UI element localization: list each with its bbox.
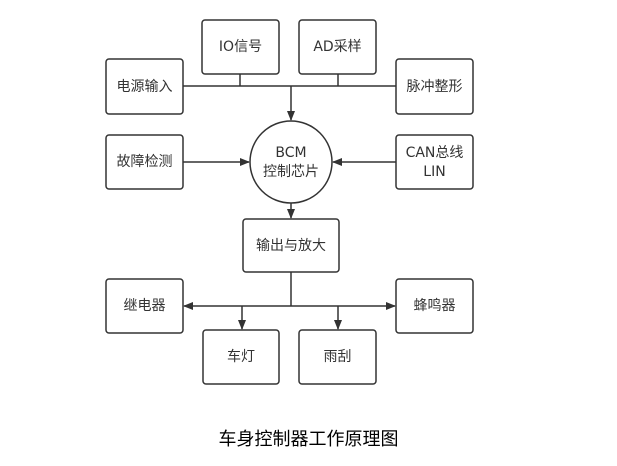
node-power-box	[105, 58, 184, 115]
node-bcm-label-line2: 控制芯片	[263, 164, 319, 180]
node-bcm-label-line1: BCM	[275, 145, 306, 161]
node-ad-box	[298, 19, 377, 75]
node-power-label: 电源输入	[117, 79, 173, 95]
node-wiper-box	[298, 329, 377, 385]
node-relay-box	[105, 278, 184, 334]
node-io-box	[201, 19, 280, 75]
node-bcm-circle	[249, 120, 333, 204]
node-lamp-label: 车灯	[227, 348, 255, 365]
node-pulse-box	[395, 58, 474, 115]
node-can-label-line1: CAN总线	[406, 145, 464, 161]
node-pulse-label: 脉冲整形	[407, 79, 463, 95]
node-fault-label: 故障检测	[117, 154, 173, 170]
node-lamp-box	[202, 329, 280, 385]
node-ad-label: AD采样	[313, 39, 361, 55]
node-buzzer-label: 蜂鸣器	[414, 297, 456, 314]
node-output-label: 输出与放大	[256, 238, 326, 254]
figure-caption: 车身控制器工作原理图	[218, 429, 399, 450]
node-io-label: IO信号	[219, 39, 262, 55]
node-fault-box	[105, 134, 184, 190]
node-wiper-label: 雨刮	[324, 349, 352, 365]
node-can-label-line2: LIN	[423, 164, 445, 180]
node-can-box	[395, 134, 474, 190]
node-relay-label: 继电器	[124, 298, 166, 314]
connectors	[183, 74, 396, 330]
node-buzzer-box	[395, 278, 474, 334]
node-output-box	[242, 218, 340, 273]
